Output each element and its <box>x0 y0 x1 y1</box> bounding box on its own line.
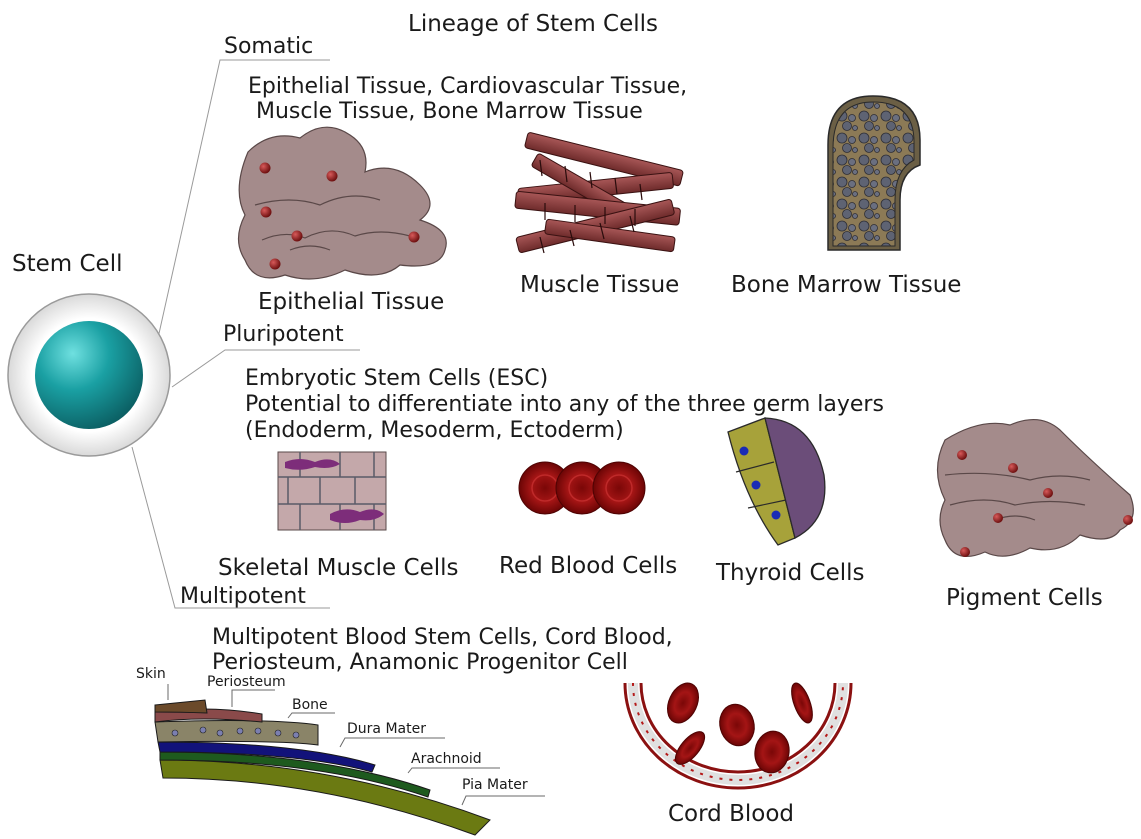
bone-marrow-tissue-label: Bone Marrow Tissue <box>731 274 961 297</box>
periosteum-layer-label: Periosteum <box>207 675 286 689</box>
multipotent-description-line2: Periosteum, Anamonic Progenitor Cell <box>212 651 628 675</box>
stem-cell-graphic <box>8 294 170 456</box>
pluripotent-description-line2: Potential to differentiate into any of t… <box>245 393 884 417</box>
thyroid-cells-graphic <box>728 418 825 545</box>
skeletal-muscle-cells-graphic <box>278 452 386 530</box>
multipotent-heading: Multipotent <box>180 586 306 608</box>
diagram-title: Lineage of Stem Cells <box>408 13 658 36</box>
muscle-tissue-label: Muscle Tissue <box>520 274 679 297</box>
pluripotent-description-line1: Embryotic Stem Cells (ESC) <box>245 367 548 391</box>
thyroid-cells-label: Thyroid Cells <box>716 562 865 585</box>
bone-marrow-tissue-graphic <box>828 96 920 250</box>
cord-blood-label: Cord Blood <box>668 803 794 826</box>
pluripotent-description-line3: (Endoderm, Mesoderm, Ectoderm) <box>245 419 624 443</box>
epithelial-tissue-graphic <box>239 127 447 279</box>
bone-layer-label: Bone <box>292 698 328 712</box>
dura-mater-layer-label: Dura Mater <box>347 722 426 736</box>
stem-cell-label: Stem Cell <box>12 253 122 276</box>
red-blood-cells-graphic <box>519 462 645 514</box>
pluripotent-heading: Pluripotent <box>223 324 344 346</box>
cord-blood-graphic <box>625 678 851 788</box>
multipotent-description-line1: Multipotent Blood Stem Cells, Cord Blood… <box>212 626 673 650</box>
epithelial-tissue-label: Epithelial Tissue <box>258 291 444 314</box>
pigment-cells-graphic <box>938 420 1134 557</box>
skin-layer-label: Skin <box>136 667 166 681</box>
somatic-description-line1: Epithelial Tissue, Cardiovascular Tissue… <box>248 75 687 99</box>
arachnoid-layer-label: Arachnoid <box>411 752 482 766</box>
red-blood-cells-label: Red Blood Cells <box>499 555 677 578</box>
pigment-cells-label: Pigment Cells <box>946 587 1103 610</box>
skeletal-muscle-cells-label: Skeletal Muscle Cells <box>218 557 458 580</box>
somatic-heading: Somatic <box>224 36 313 58</box>
somatic-description-line2: Muscle Tissue, Bone Marrow Tissue <box>256 100 643 124</box>
pia-mater-layer-label: Pia Mater <box>462 778 528 792</box>
muscle-tissue-graphic <box>515 132 684 253</box>
tissue-layers-graphic <box>155 684 545 835</box>
